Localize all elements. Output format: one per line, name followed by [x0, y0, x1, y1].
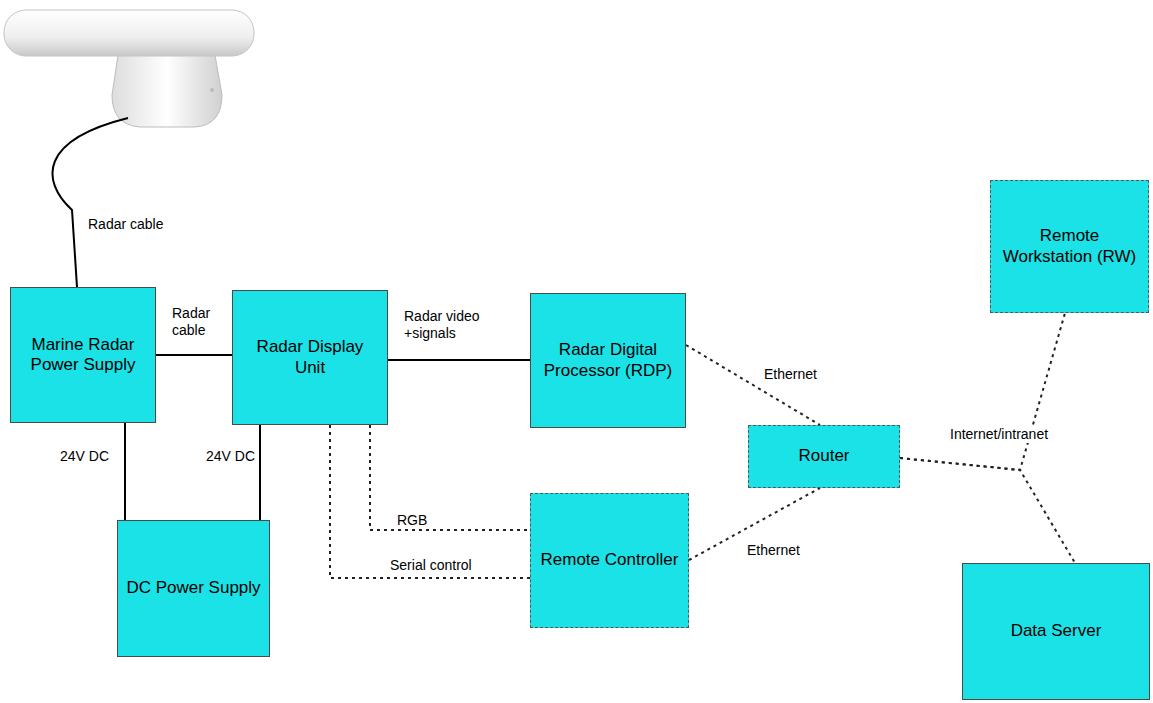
network-link	[900, 458, 1075, 563]
network-link	[370, 425, 530, 530]
signal-label: RGB	[395, 512, 429, 529]
cable-label: Radar cable	[86, 216, 166, 233]
box-label: Radar Display Unit	[233, 337, 387, 378]
cable-link	[388, 359, 530, 361]
box-label: Router	[790, 446, 857, 466]
network-link	[689, 488, 820, 560]
power-supply-box: Marine Radar Power Supply	[10, 287, 156, 423]
signal-label: 24V DC	[58, 448, 111, 465]
cable-link	[259, 425, 261, 520]
display-unit-box: Radar Display Unit	[232, 290, 388, 425]
power-supply-box: DC Power Supply	[117, 520, 270, 657]
signal-label: Radar video +signals	[402, 308, 502, 342]
controller-box: Remote Controller	[530, 493, 689, 628]
box-label: Radar Digital Processor (RDP)	[531, 340, 685, 381]
signal-label: Internet/intranet	[948, 426, 1050, 443]
box-label: DC Power Supply	[118, 578, 268, 598]
antenna-cable	[52, 118, 128, 287]
box-label: Remote Workstation (RW)	[991, 226, 1148, 267]
workstation-box: Remote Workstation (RW)	[990, 180, 1149, 313]
signal-label: Radar cable	[170, 305, 230, 339]
signal-label: 24V DC	[204, 448, 257, 465]
signal-label: Ethernet	[762, 366, 819, 383]
signal-label: Ethernet	[745, 542, 802, 559]
antenna-array	[4, 10, 254, 56]
box-label: Data Server	[1003, 621, 1110, 641]
network-link	[330, 425, 530, 578]
cable-link	[124, 423, 126, 520]
signal-label: Serial control	[388, 557, 474, 574]
antenna-bolt	[210, 88, 214, 92]
box-label: Remote Controller	[533, 550, 687, 570]
router-box: Router	[748, 425, 900, 488]
network-link	[900, 313, 1065, 470]
cable-link	[156, 354, 232, 356]
server-box: Data Server	[962, 563, 1150, 700]
processor-box: Radar Digital Processor (RDP)	[530, 293, 686, 428]
antenna-pedestal	[112, 55, 222, 127]
network-link	[686, 345, 820, 425]
box-label: Marine Radar Power Supply	[11, 335, 155, 376]
